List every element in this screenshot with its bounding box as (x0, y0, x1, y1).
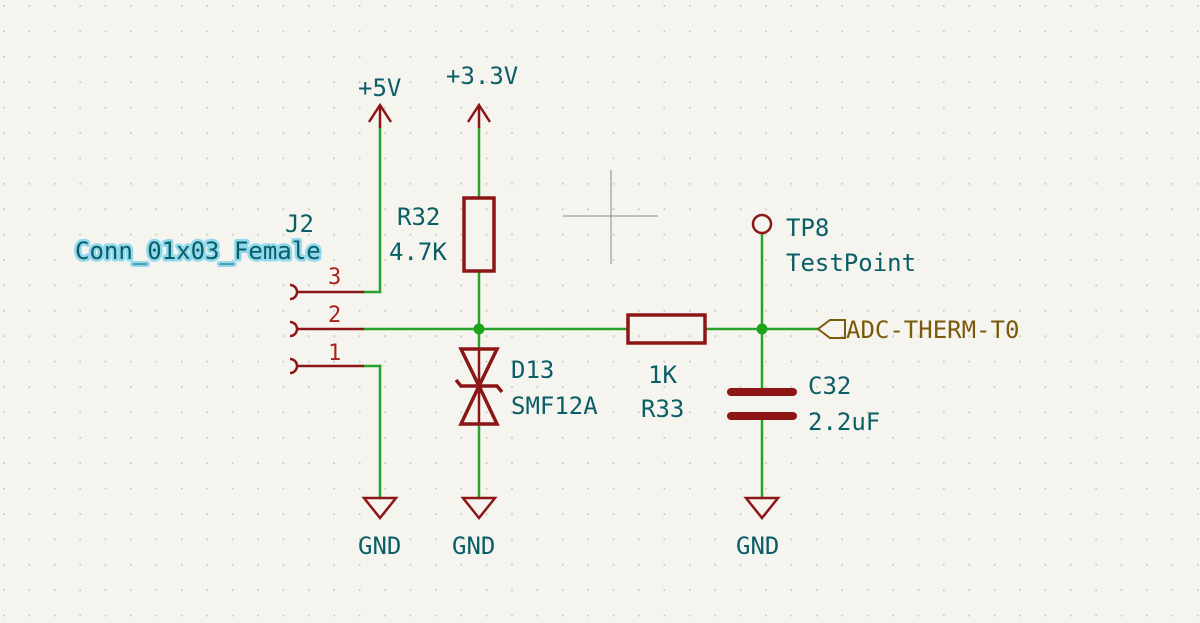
global-label-adc-therm[interactable]: ADC-THERM-T0 (816, 316, 1019, 344)
power-5v-symbol[interactable]: +5V (358, 74, 401, 128)
r32-value: 4.7K (389, 238, 447, 266)
tp8-value: TestPoint (786, 249, 916, 277)
d13-ref: D13 (511, 356, 554, 384)
gnd-label-3: GND (736, 532, 779, 560)
capacitor-c32[interactable]: C32 2.2uF (727, 372, 880, 436)
wires[interactable] (362, 126, 820, 500)
resistor-r33[interactable]: 1K R33 (626, 313, 707, 423)
connector-pin-2: 2 (328, 303, 341, 328)
diode-d13[interactable]: D13 SMF12A (454, 347, 598, 426)
c32-value: 2.2uF (808, 408, 880, 436)
gnd-label-2: GND (452, 532, 495, 560)
r33-ref: R33 (641, 395, 684, 423)
gnd-symbol-3[interactable]: GND (736, 496, 781, 560)
junction-tp8 (756, 323, 768, 335)
connector-j2[interactable]: 3 2 1 J2 Conn_01x03_Female (73, 210, 364, 375)
power-5v-label: +5V (358, 74, 401, 102)
tp8-ref: TP8 (786, 214, 829, 242)
power-3v3-label: +3.3V (446, 62, 518, 90)
power-3v3-symbol[interactable]: +3.3V (446, 62, 518, 128)
c32-ref: C32 (808, 372, 851, 400)
resistor-r32[interactable]: R32 4.7K (389, 196, 496, 273)
gnd-label-1: GND (358, 532, 401, 560)
connector-value[interactable]: Conn_01x03_Female (73, 235, 324, 268)
r32-ref: R32 (397, 203, 440, 231)
gnd-symbol-1[interactable]: GND (358, 496, 401, 560)
d13-value: SMF12A (511, 392, 598, 420)
global-label-text: ADC-THERM-T0 (846, 316, 1019, 344)
cursor-crosshair (563, 170, 658, 264)
connector-ref: J2 (285, 210, 314, 238)
testpoint-tp8[interactable]: TP8 TestPoint (751, 213, 916, 277)
r33-value: 1K (648, 361, 677, 389)
connector-pin-3: 3 (328, 265, 341, 290)
gnd-symbol-2[interactable]: GND (452, 496, 498, 560)
junction-r32 (473, 323, 485, 335)
connector-pin-1: 1 (328, 341, 341, 366)
